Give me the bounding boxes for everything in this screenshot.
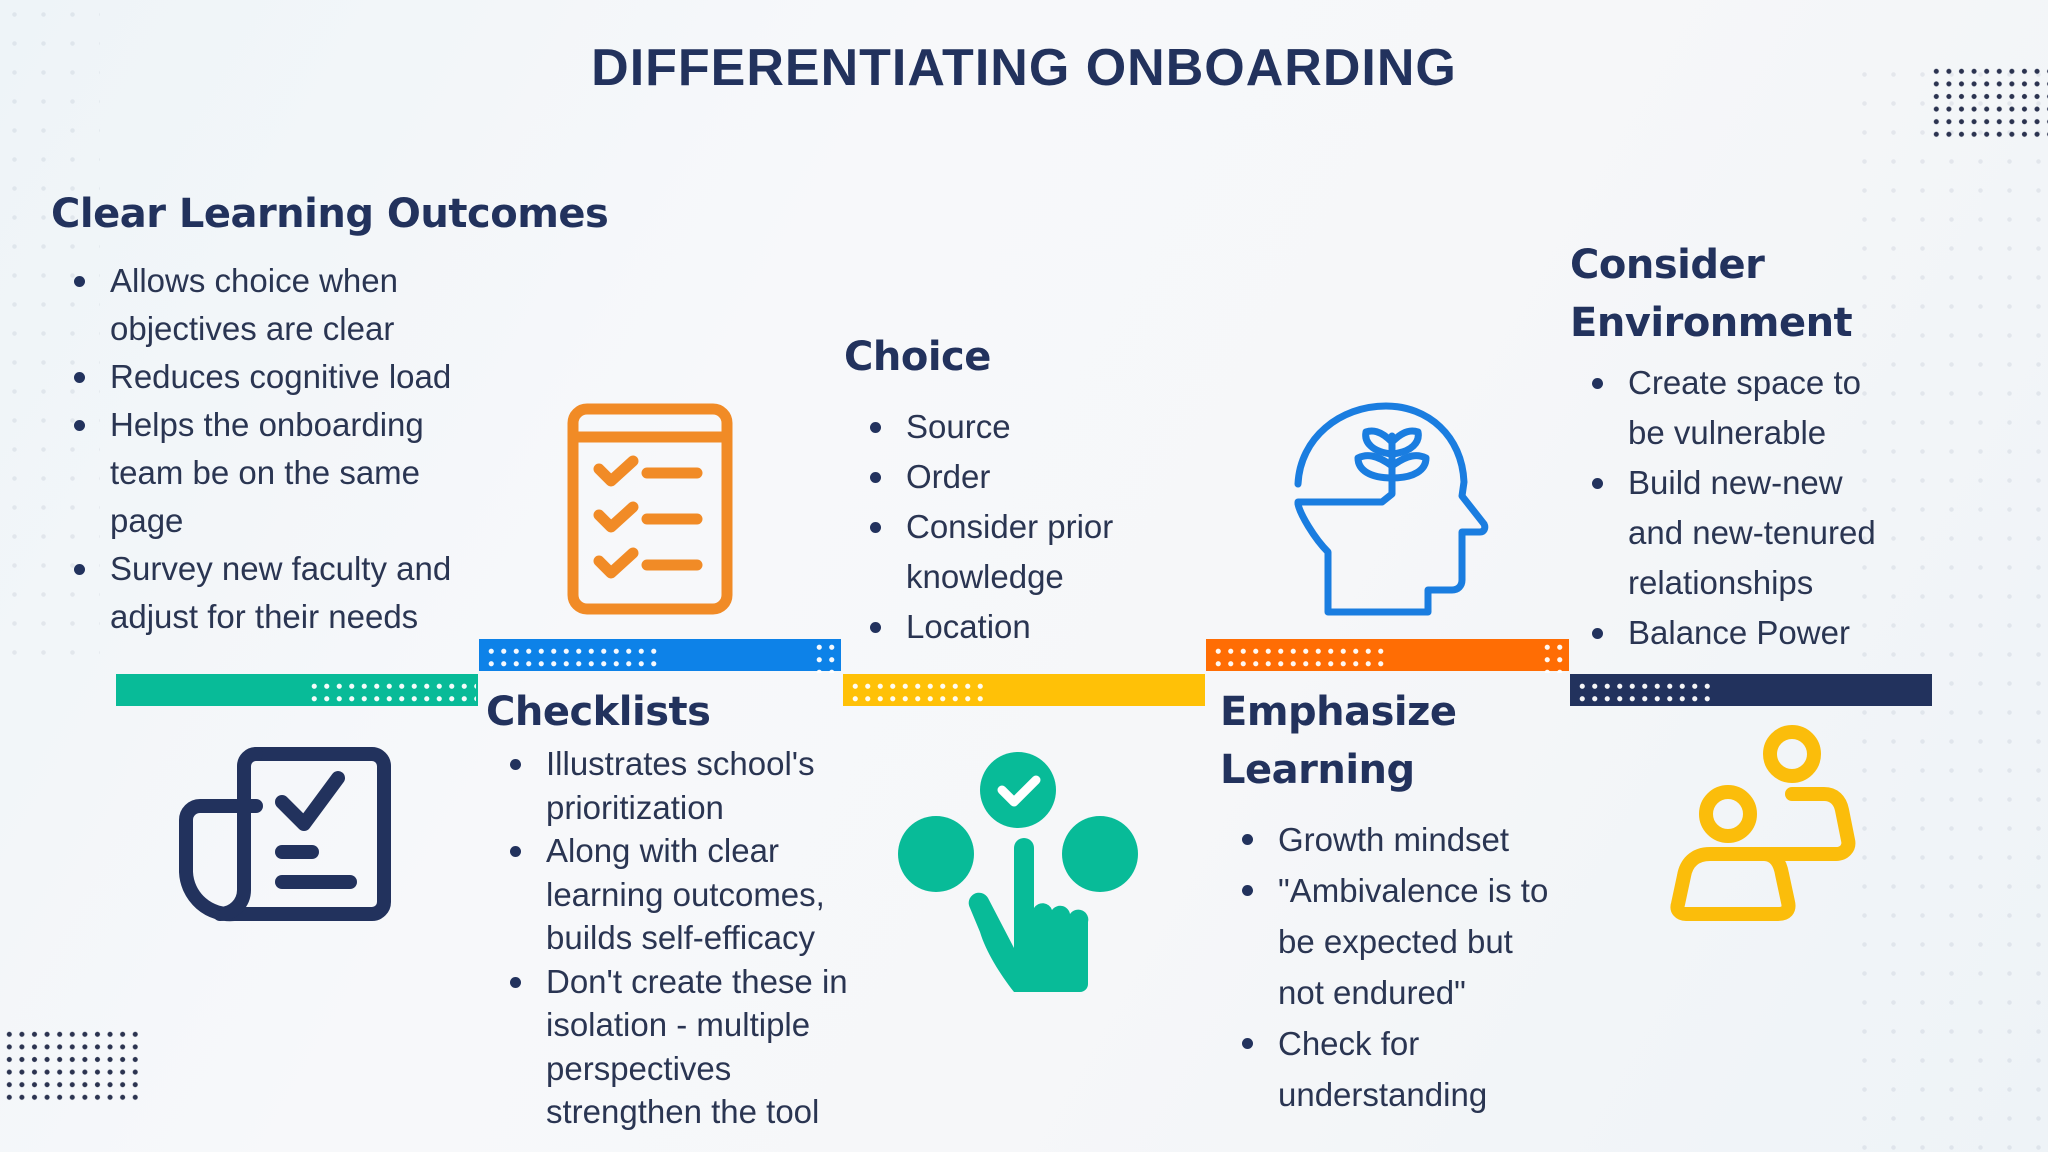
bar-dot-pattern: [849, 680, 987, 702]
list-item: Growth mindset: [1220, 814, 1640, 865]
timeline-bar-choice: [843, 674, 1205, 706]
timeline-bar-checklists: [479, 639, 841, 673]
bar-dot-pattern: [1212, 645, 1388, 667]
section-heading-choice: Choice: [844, 334, 991, 380]
timeline-bar-emphasize-learning: [1206, 639, 1569, 673]
bar-dot-pattern: [308, 680, 476, 702]
dot-grid-decoration-bottom-left: [3, 1028, 138, 1103]
bar-dot-pattern: [485, 645, 661, 667]
dot-grid-decoration-top-right: [1930, 65, 2048, 140]
list-item: Order: [848, 452, 1188, 502]
section-heading-clear-learning-outcomes: Clear Learning Outcomes: [51, 191, 609, 237]
timeline-bar-consider-environment: [1570, 674, 1932, 706]
two-people-meeting-icon: [1670, 725, 1856, 921]
background-dot-pattern-left: [0, 0, 100, 660]
page-title: DIFFERENTIATING ONBOARDING: [591, 39, 1457, 97]
list-item: Location: [848, 602, 1188, 652]
list-item: Source: [848, 402, 1188, 452]
hand-selecting-option-icon: [898, 752, 1138, 992]
background-dot-pattern-right: [1850, 60, 2048, 1152]
timeline-bar-clear-learning-outcomes: [116, 674, 478, 706]
list-item: Reduces cognitive load: [52, 353, 572, 401]
section-heading-consider-environment: Consider Environment: [1570, 242, 1853, 346]
section-heading-emphasize-learning: Emphasize Learning: [1220, 689, 1457, 793]
section-heading-checklists: Checklists: [486, 689, 711, 735]
bar-dot-pattern-end: [813, 641, 841, 673]
checklist-clipboard-icon: [567, 403, 733, 615]
bar-dot-pattern: [1576, 680, 1714, 702]
head-growth-plant-icon: [1294, 402, 1489, 616]
bar-dot-pattern-end: [1541, 641, 1569, 673]
document-checklist-scroll-icon: [179, 747, 391, 922]
list-item: Balance Power: [1570, 608, 2040, 658]
